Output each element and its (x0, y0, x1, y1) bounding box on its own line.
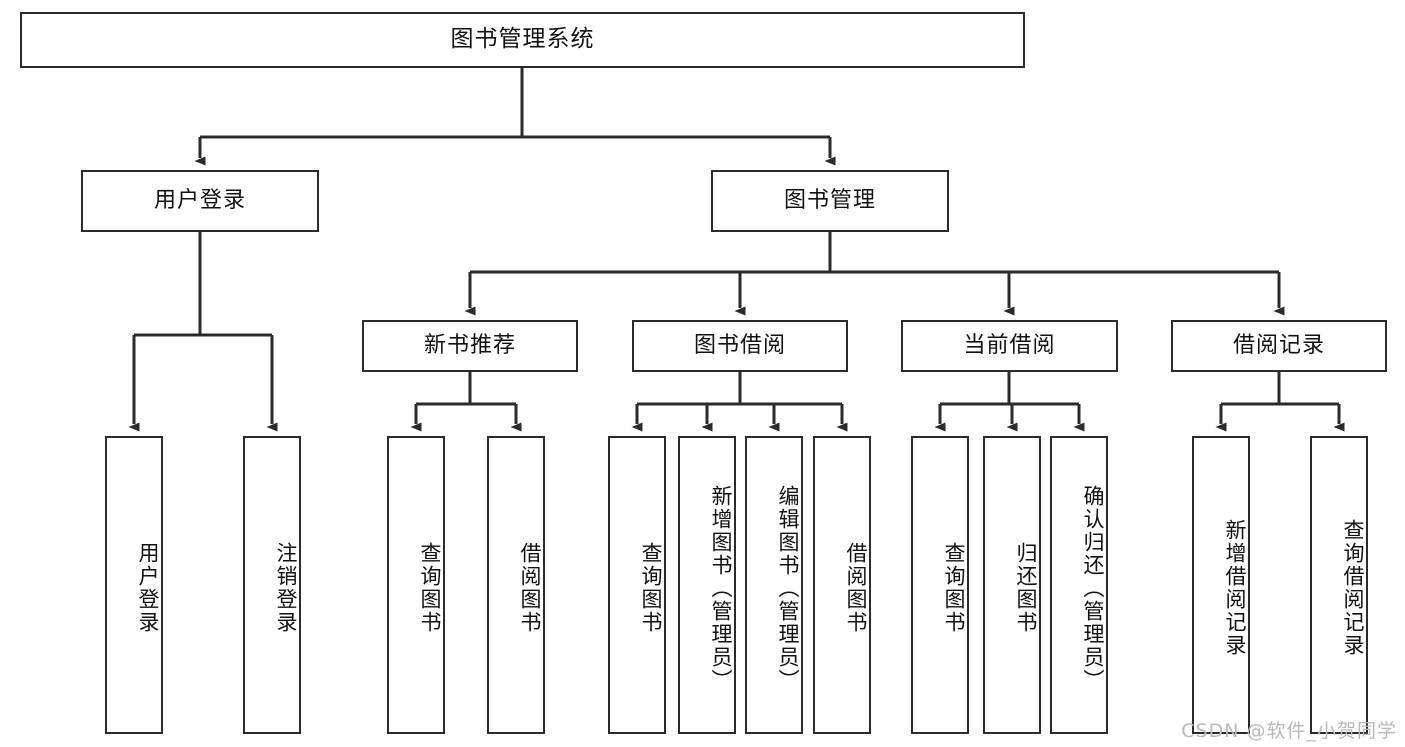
watermark: CSDN @软件_小贺同学 (1181, 720, 1397, 742)
node-user-login[interactable]: 用户登录 (81, 170, 319, 232)
leaf-label: 查询图书 (639, 542, 663, 634)
leaf-label: 查询图书 (942, 542, 966, 634)
leaf-label: 新增借阅记录 (1223, 519, 1247, 657)
leaf-add-borrow-record[interactable]: 新增借阅记录 (1192, 436, 1250, 734)
node-current-borrow[interactable]: 当前借阅 (901, 320, 1118, 372)
leaf-label: 编辑图书（管理员） (776, 484, 800, 692)
leaf-label: 查询借阅记录 (1341, 519, 1365, 657)
leaf-label: 查询图书 (418, 542, 442, 634)
leaf-logout[interactable]: 注销登录 (243, 436, 301, 734)
leaf-label: 确认归还（管理员） (1081, 484, 1105, 692)
leaf-confirm-return-admin[interactable]: 确认归还（管理员） (1050, 436, 1108, 734)
leaf-user-login[interactable]: 用户登录 (105, 436, 163, 734)
leaf-label: 借阅图书 (844, 542, 868, 634)
node-book-borrow[interactable]: 图书借阅 (632, 320, 848, 372)
leaf-add-book-admin[interactable]: 新增图书（管理员） (678, 436, 736, 734)
leaf-label: 借阅图书 (518, 542, 542, 634)
node-root[interactable]: 图书管理系统 (20, 12, 1025, 68)
leaf-label: 新增图书（管理员） (709, 484, 733, 692)
node-new-book-recommend[interactable]: 新书推荐 (362, 320, 578, 372)
leaf-edit-book-admin[interactable]: 编辑图书（管理员） (745, 436, 803, 734)
leaf-return-book[interactable]: 归还图书 (983, 436, 1041, 734)
leaf-label: 归还图书 (1014, 542, 1038, 634)
node-borrow-record[interactable]: 借阅记录 (1171, 320, 1387, 372)
leaf-label: 用户登录 (136, 542, 160, 634)
leaf-borrow-book-recommend[interactable]: 借阅图书 (487, 436, 545, 734)
node-book-manage[interactable]: 图书管理 (711, 170, 949, 232)
leaf-query-borrow-record[interactable]: 查询借阅记录 (1310, 436, 1368, 734)
leaf-query-book-current[interactable]: 查询图书 (911, 436, 969, 734)
leaf-query-book-borrow[interactable]: 查询图书 (608, 436, 666, 734)
leaf-label: 注销登录 (274, 542, 298, 634)
leaf-borrow-book[interactable]: 借阅图书 (813, 436, 871, 734)
leaf-query-book-recommend[interactable]: 查询图书 (387, 436, 445, 734)
